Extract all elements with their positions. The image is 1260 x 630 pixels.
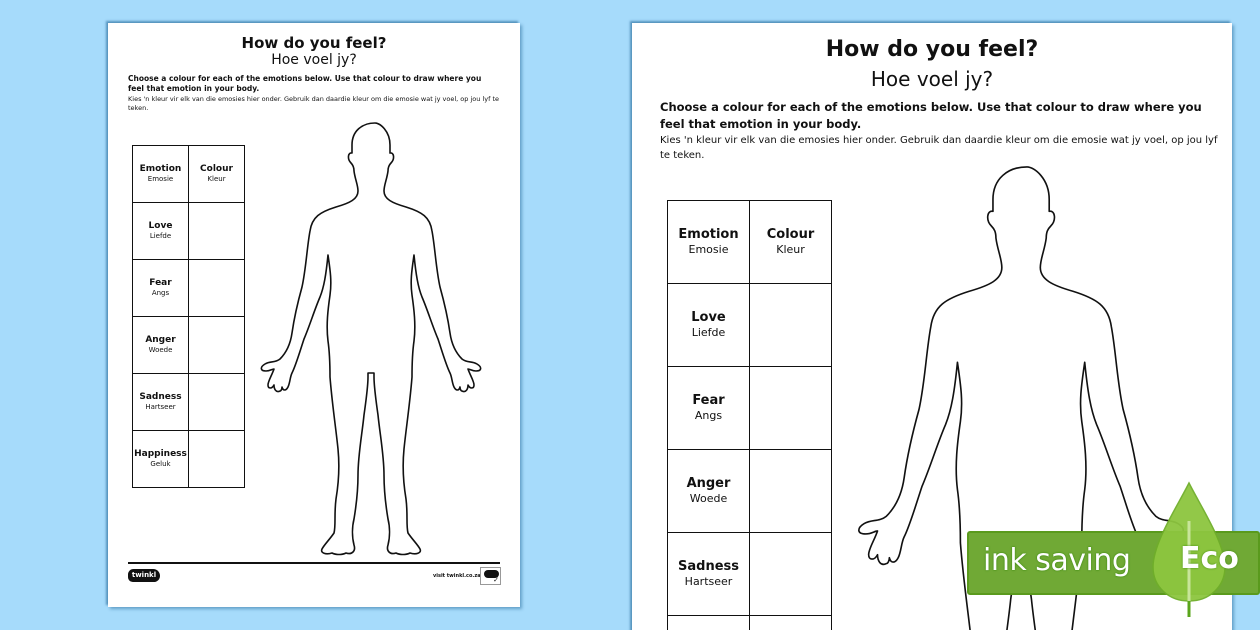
worksheet-title: How do you feel? (825, 37, 1039, 62)
colour-cell (188, 259, 245, 317)
ink-saving-eco-badge: ink saving Eco (967, 481, 1260, 617)
worksheet-title: How do you feel? (241, 34, 387, 52)
worksheet-page-zoomed: How do you feel? Hoe voel jy? Choose a c… (632, 23, 1232, 630)
colour-cell (188, 316, 245, 374)
colour-cell (188, 373, 245, 431)
worksheet-subtitle: Hoe voel jy? (870, 67, 994, 91)
colour-cell (749, 283, 832, 367)
instruction-english: Choose a colour for each of the emotions… (128, 74, 482, 93)
visit-website-text: visit twinkl.co.za (433, 573, 481, 579)
instruction-afrikaans: Kies 'n kleur vir elk van die emosies hi… (660, 135, 1218, 161)
ink-saving-label: ink saving (983, 543, 1131, 578)
footer-divider (128, 562, 500, 564)
colour-cell (749, 532, 832, 616)
human-body-outline-icon (260, 122, 482, 556)
colour-cell (188, 202, 245, 260)
instruction-afrikaans: Kies 'n kleur vir elk van die emosies hi… (128, 95, 499, 112)
quality-badge-icon: ✓ (480, 567, 501, 585)
colour-cell (188, 430, 245, 488)
eco-label: Eco (1180, 541, 1239, 576)
twinkl-logo: twinkl (128, 569, 160, 582)
colour-cell (749, 449, 832, 533)
colour-cell (749, 366, 832, 450)
leaf-drop-icon (1152, 481, 1226, 617)
colour-cell (749, 615, 832, 630)
worksheet-subtitle: Hoe voel jy? (271, 52, 357, 68)
worksheet-page-preview: How do you feel? Hoe voel jy? Choose a c… (108, 23, 520, 607)
instruction-english: Choose a colour for each of the emotions… (660, 100, 1202, 131)
